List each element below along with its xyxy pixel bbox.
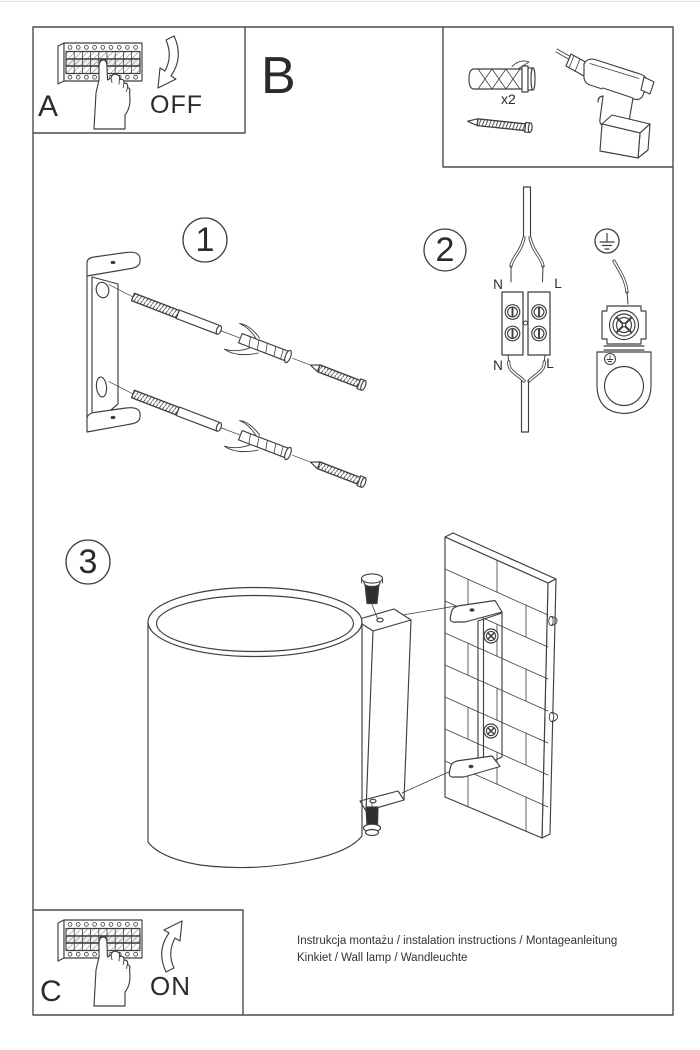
neutral-label-top: N [493,277,503,292]
drill-icon [555,48,655,159]
wall-plug-icon [468,60,536,93]
lamp-cylinder-shade [147,586,363,869]
footer-text: Instrukcja montażu / instalation instruc… [297,933,617,966]
quantity-label: x2 [501,91,516,107]
box-b-illustration [466,48,655,159]
step-1-illustration [86,217,371,500]
bottom-fixing-screw-icon [362,802,382,837]
mounting-screw-icon [466,118,533,134]
box-c-label: C [40,975,62,1008]
protruding-screw-tips [548,616,558,722]
box-a-frame [32,26,246,134]
footer-line-1: Instrukcja montażu / instalation instruc… [297,935,618,947]
brick-wall-icon [444,532,558,839]
footer-line-2: Kinkiet / Wall lamp / Wandleuchte [297,951,468,964]
top-fixing-screw-icon [360,573,384,619]
arrow-down-icon [157,35,179,89]
box-c-frame [32,909,244,1016]
step-2-number: 2 [435,230,455,269]
terminal-block-wiring [501,186,551,433]
arrow-up-icon [161,920,183,973]
live-label-top: L [554,276,562,291]
box-b-frame [442,26,674,168]
wall-bracket-icon [86,251,141,433]
step-1-circle [182,217,228,263]
step-1-number: 1 [195,220,215,259]
step-3-illustration [65,532,558,869]
layout-frames [32,26,674,1016]
box-b-label: B [261,47,296,105]
neutral-label-bottom: N [493,358,503,373]
step-3-number: 3 [78,542,98,581]
box-a-label: A [38,90,59,123]
wall-bracket-mounted [448,599,503,778]
lamp-back-plate [355,608,412,812]
box-c-on-label: ON [150,971,191,1001]
box-a-illustration [57,35,179,130]
box-c-illustration [57,919,183,1007]
outer-frame [32,26,674,1016]
box-a-off-label: OFF [150,91,203,119]
ground-connection [594,228,652,415]
earth-symbol-icon [594,228,620,254]
step-3-circle [65,539,111,585]
step-2-circle [423,228,467,272]
live-label-bottom: L [546,356,554,371]
step-2-illustration [423,186,652,433]
